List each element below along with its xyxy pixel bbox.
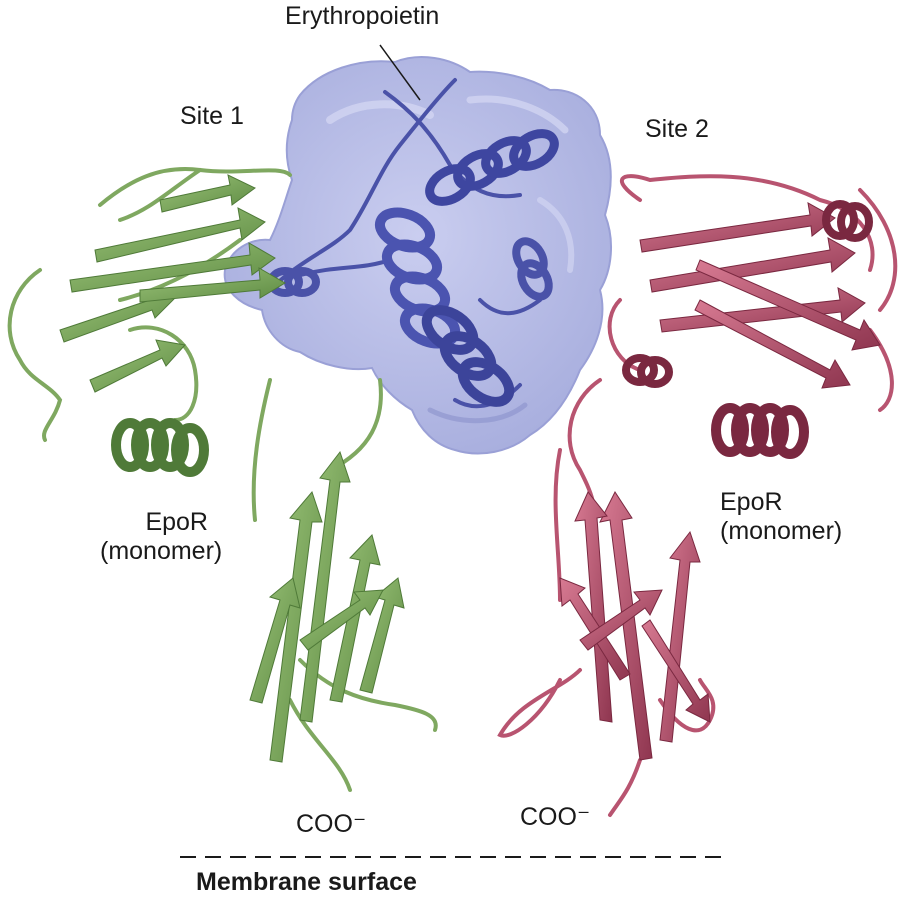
epor-left-label-line1: EpoR xyxy=(145,508,208,536)
epor-left-label-line2: (monomer) xyxy=(100,536,223,565)
epor-left-monomer xyxy=(7,167,438,792)
epo-helix-a xyxy=(425,129,559,206)
coo-left-label: COO⁻ xyxy=(296,810,367,838)
site-1-label: Site 1 xyxy=(180,102,244,130)
erythropoietin-surface xyxy=(223,56,612,455)
membrane-surface-label: Membrane surface xyxy=(196,868,417,896)
epor-right-monomer xyxy=(497,174,898,817)
epo-helix-d xyxy=(512,237,553,301)
epor-left-label: EpoR (monomer) xyxy=(100,508,223,566)
coo-right-label: COO⁻ xyxy=(520,803,591,831)
erythropoietin-leader-line xyxy=(379,44,421,101)
epor-right-label-line2: (monomer) xyxy=(720,516,843,545)
site-2-label: Site 2 xyxy=(645,115,709,143)
epor-right-label: EpoR (monomer) xyxy=(720,488,842,546)
epor-right-label-line1: EpoR xyxy=(720,488,783,516)
erythropoietin-label: Erythropoietin xyxy=(285,2,440,30)
epo-helix-c xyxy=(421,305,515,407)
